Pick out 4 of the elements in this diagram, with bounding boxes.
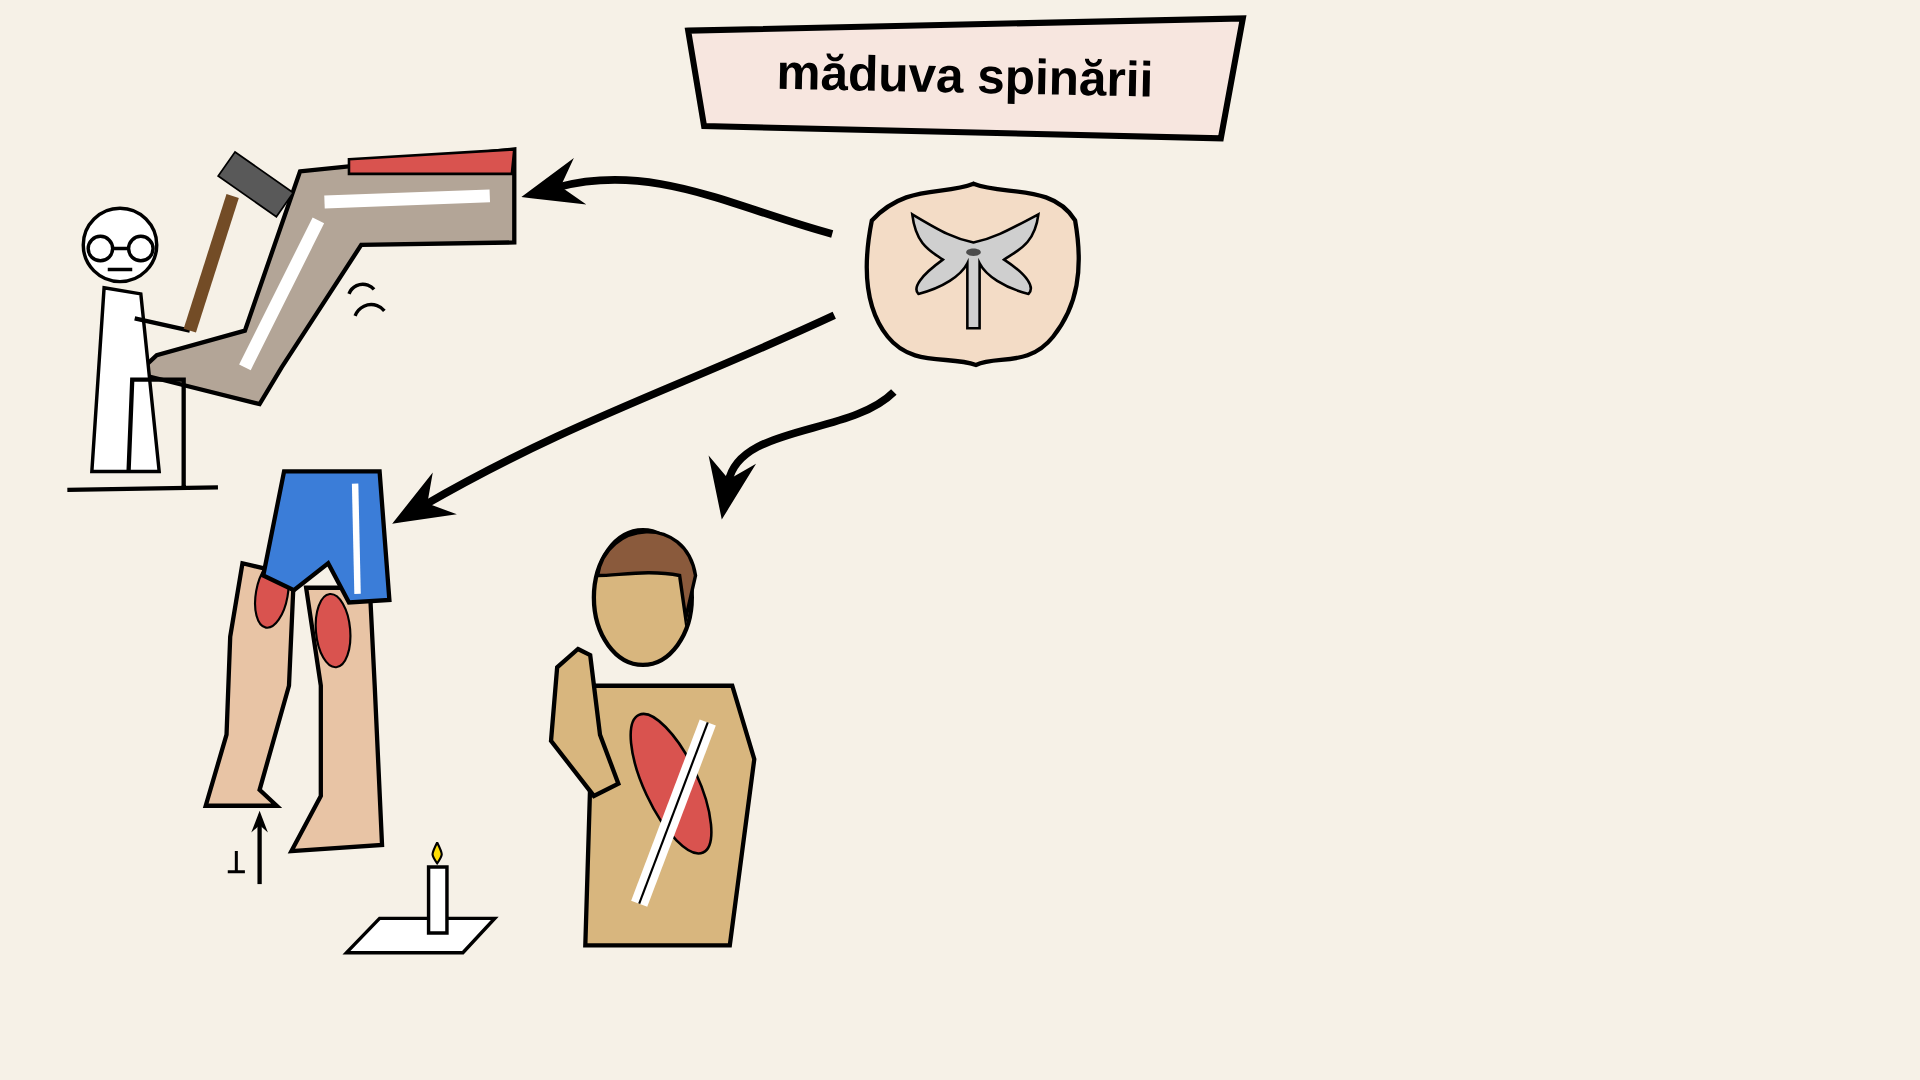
legs-drawing [202,469,499,955]
knee-reflex-drawing [65,147,517,492]
spinal-cord-drawing [864,181,1081,368]
man-arm-drawing [548,528,757,948]
